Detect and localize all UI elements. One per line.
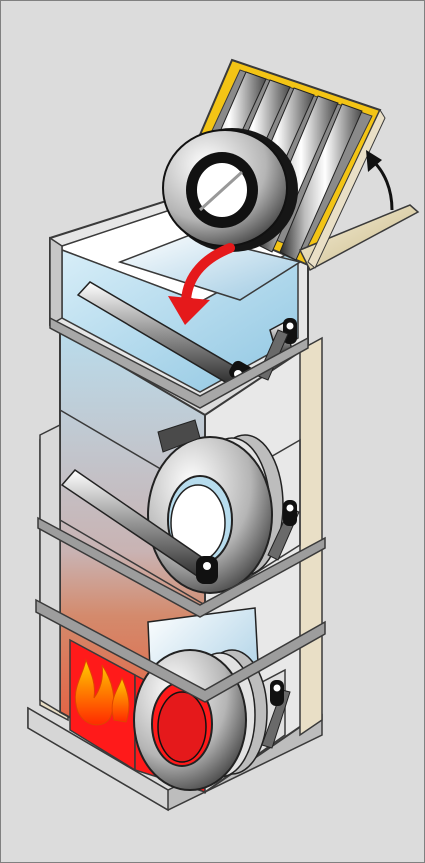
bottom-roller: [261, 680, 291, 749]
kiln-base: [27, 706, 323, 812]
middle-roller: [60, 469, 300, 584]
middle-chamber: [59, 408, 301, 606]
ring-icon: [162, 128, 298, 252]
curved-rotation-arrow-icon: [366, 150, 394, 211]
flame-icon: [74, 658, 115, 726]
drop-down-arrow-icon: [168, 243, 235, 325]
shaft-bands: [35, 316, 326, 703]
